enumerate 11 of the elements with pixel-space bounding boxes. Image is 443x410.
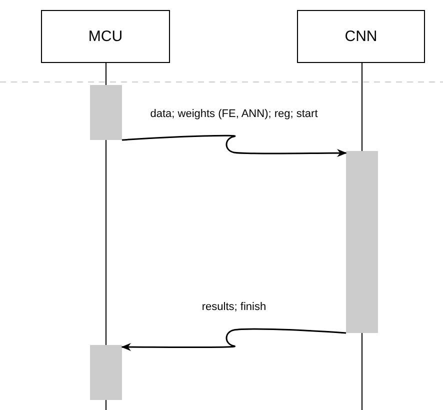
- activation-bar: [90, 85, 122, 140]
- participant-box: [41, 10, 170, 63]
- message-arrow: [121, 328, 346, 352]
- message-arrow: [122, 134, 347, 158]
- edge-label: results; finish: [200, 301, 268, 313]
- activation-bar: [346, 151, 378, 333]
- participant-name: MCU: [88, 28, 123, 45]
- edge-label: data; weights (FE, ANN); reg; start: [148, 108, 320, 120]
- participant-box: [297, 10, 425, 63]
- participant-name: CNN: [344, 28, 378, 45]
- activation-bar: [90, 345, 122, 400]
